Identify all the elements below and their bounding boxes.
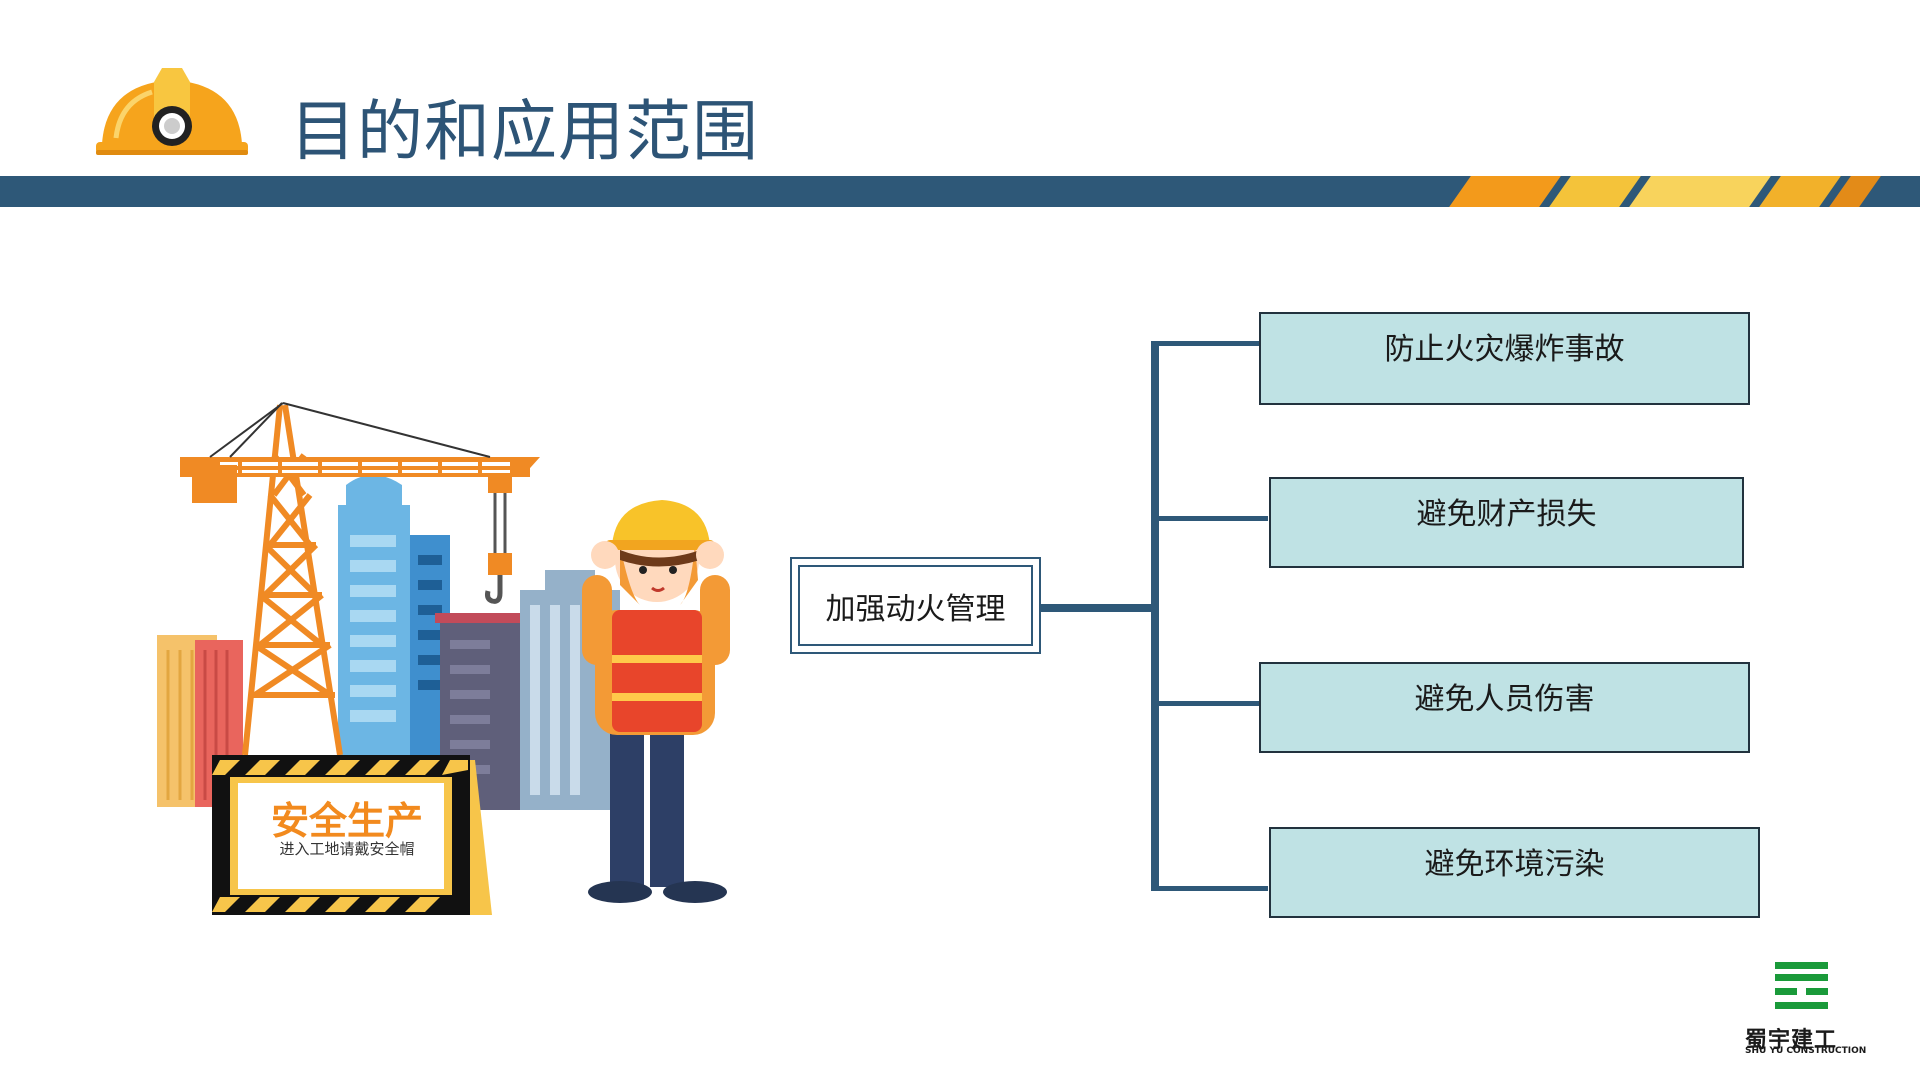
connector-branch-1 (1155, 341, 1260, 346)
connector-branch-3 (1155, 701, 1260, 706)
connector-branch-2 (1155, 516, 1268, 521)
root-node-label: 加强动火管理 (798, 565, 1033, 646)
branch-node-4: 避免环境污染 (1269, 827, 1760, 918)
sign-title: 安全生产 (270, 799, 423, 843)
logo-name: 蜀宇建工 (1745, 1028, 1838, 1053)
branch-node-3: 避免人员伤害 (1259, 662, 1750, 753)
construction-illustration (157, 402, 730, 915)
branch-node-2: 避免财产损失 (1269, 477, 1744, 568)
connector-trunk (1151, 341, 1159, 891)
helmet-icon (96, 68, 248, 155)
sign-subtitle: 进入工地请戴安全帽 (279, 840, 415, 858)
root-node: 加强动火管理 (790, 557, 1041, 654)
connector-branch-4 (1155, 886, 1268, 891)
page-title: 目的和应用范围 (290, 93, 759, 170)
header-band (0, 176, 1920, 207)
connector-root (1041, 604, 1155, 612)
logo-subtitle: SHU YU CONSTRUCTION (1745, 1046, 1867, 1056)
branch-node-1: 防止火灾爆炸事故 (1259, 312, 1750, 405)
